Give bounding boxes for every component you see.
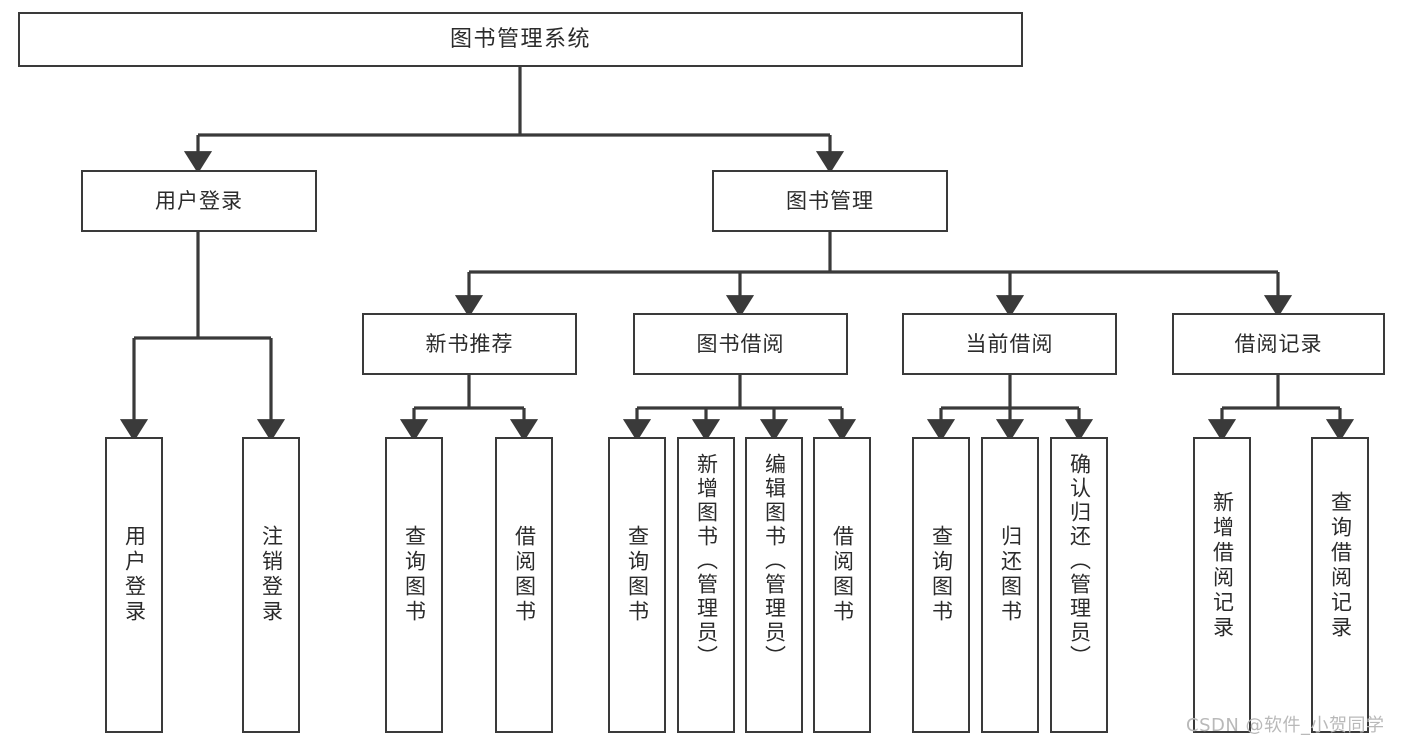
node-label: 新增图书（管理员） <box>694 453 719 669</box>
node-label: 查询图书 <box>929 525 954 625</box>
node-label: 用户登录 <box>155 188 243 213</box>
node-leaf-edit-book[interactable]: 编辑图书（管理员） <box>745 437 803 733</box>
node-label: 注销登录 <box>259 525 284 625</box>
node-leaf-confirm-return[interactable]: 确认归还（管理员） <box>1050 437 1108 733</box>
node-leaf-return-book[interactable]: 归还图书 <box>981 437 1039 733</box>
node-label: 新书推荐 <box>425 331 514 356</box>
node-label: 确认归还（管理员） <box>1067 453 1092 669</box>
node-label: 图书借阅 <box>696 331 785 356</box>
node-leaf-add-record[interactable]: 新增借阅记录 <box>1193 437 1251 733</box>
node-label: 用户登录 <box>122 525 147 625</box>
node-leaf-query-book-2[interactable]: 查询图书 <box>608 437 666 733</box>
node-current-borrow[interactable]: 当前借阅 <box>902 313 1117 375</box>
node-label: 借阅记录 <box>1234 331 1323 356</box>
node-leaf-logout-login[interactable]: 注销登录 <box>242 437 300 733</box>
node-leaf-borrow-book-2[interactable]: 借阅图书 <box>813 437 871 733</box>
node-label: 查询图书 <box>402 525 427 625</box>
node-label: 当前借阅 <box>965 331 1054 356</box>
node-user-login[interactable]: 用户登录 <box>81 170 317 232</box>
node-label: 图书管理系统 <box>449 26 591 52</box>
node-leaf-borrow-book-1[interactable]: 借阅图书 <box>495 437 553 733</box>
node-new-book-recommend[interactable]: 新书推荐 <box>362 313 577 375</box>
node-borrow-record[interactable]: 借阅记录 <box>1172 313 1385 375</box>
node-label: 归还图书 <box>998 525 1023 625</box>
node-leaf-query-book-3[interactable]: 查询图书 <box>912 437 970 733</box>
node-label: 新增借阅记录 <box>1210 491 1235 641</box>
node-label: 查询借阅记录 <box>1328 491 1353 641</box>
node-label: 图书管理 <box>786 188 874 213</box>
node-leaf-query-record[interactable]: 查询借阅记录 <box>1311 437 1369 733</box>
node-label: 借阅图书 <box>512 525 537 625</box>
node-label: 编辑图书（管理员） <box>762 453 787 669</box>
node-book-manage[interactable]: 图书管理 <box>712 170 948 232</box>
node-root-book-management-system[interactable]: 图书管理系统 <box>18 12 1023 67</box>
node-leaf-add-book[interactable]: 新增图书（管理员） <box>677 437 735 733</box>
node-label: 查询图书 <box>625 525 650 625</box>
node-leaf-query-book-1[interactable]: 查询图书 <box>385 437 443 733</box>
node-label: 借阅图书 <box>830 525 855 625</box>
node-leaf-user-login[interactable]: 用户登录 <box>105 437 163 733</box>
node-book-borrow[interactable]: 图书借阅 <box>633 313 848 375</box>
